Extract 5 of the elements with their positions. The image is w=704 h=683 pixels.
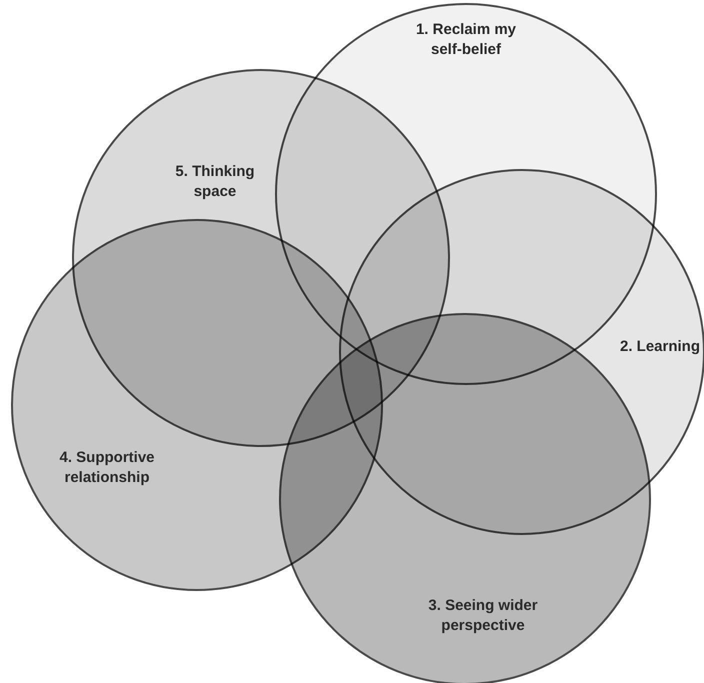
circle-label: 3. Seeing wider perspective: [427, 596, 539, 636]
circle-label: 4. Supportive relationship: [58, 448, 156, 488]
circle-label: 2. Learning: [618, 337, 702, 357]
circle-label: 5. Thinking space: [174, 162, 256, 202]
circle-label: 1. Reclaim my self-belief: [414, 20, 518, 60]
